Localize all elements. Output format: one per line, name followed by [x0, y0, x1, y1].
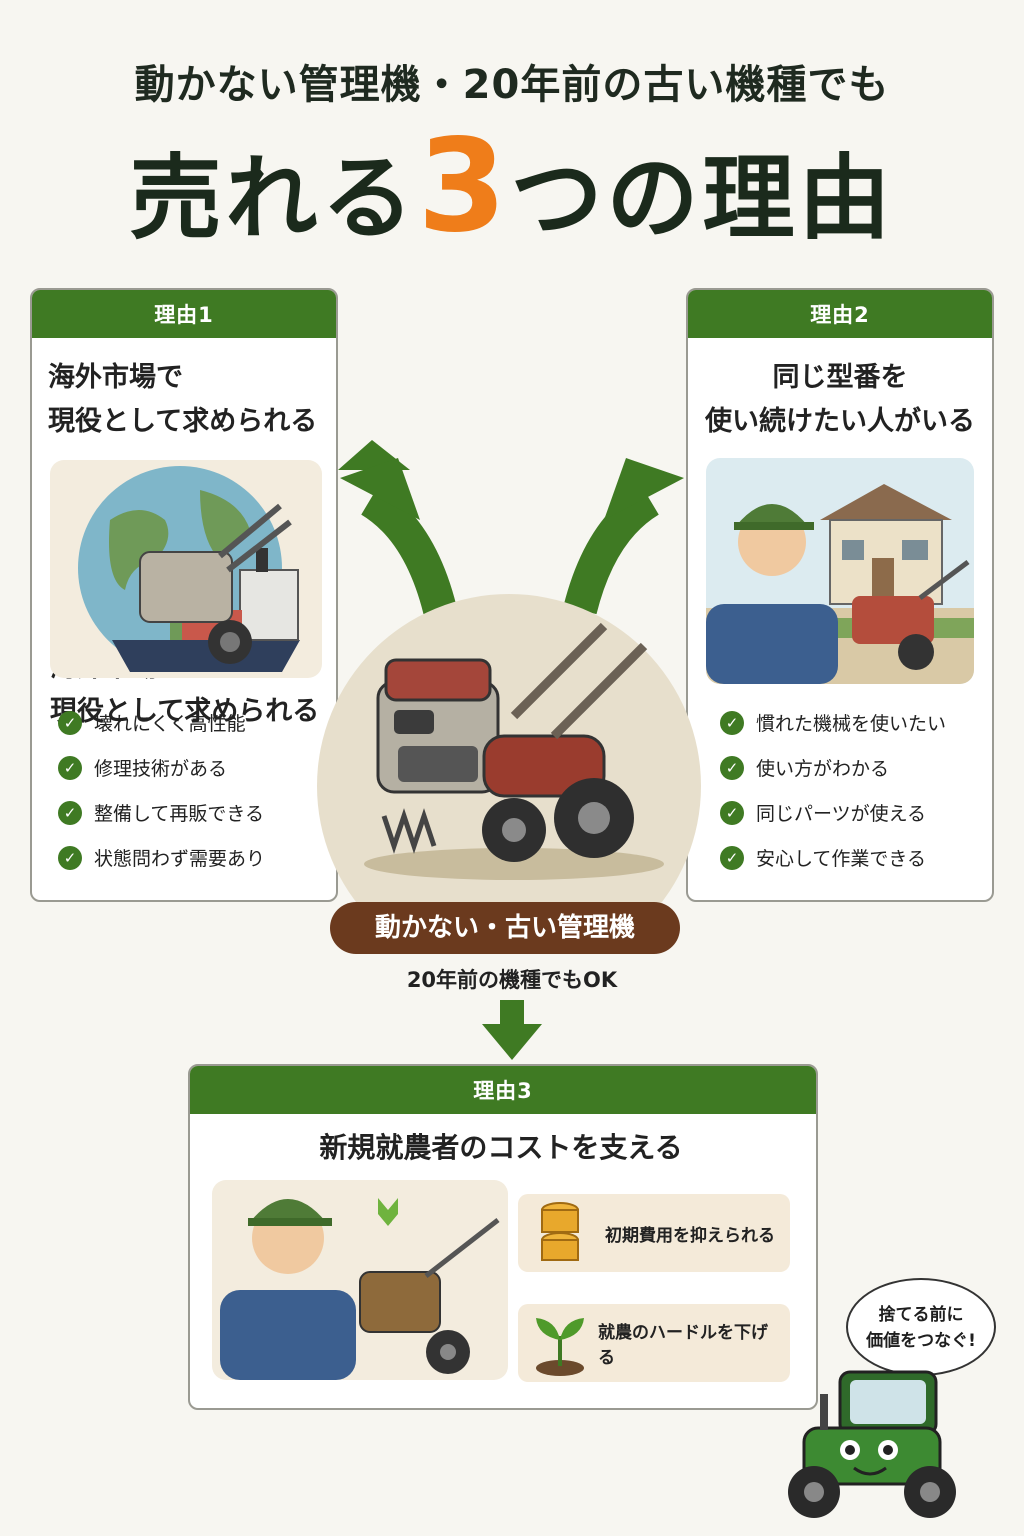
- reason1-point: ✓壊れにくく高性能: [58, 700, 265, 745]
- reason1-title-a: 海外市場で: [48, 362, 183, 393]
- globe-ship-illustration: [50, 460, 322, 678]
- reason2-point: ✓慣れた機械を使いたい: [720, 700, 946, 745]
- center-label: 動かない・古い管理機: [330, 902, 680, 954]
- check-icon: ✓: [58, 710, 82, 735]
- farmer-icon: [220, 1290, 356, 1380]
- check-icon: ✓: [58, 800, 82, 825]
- center-tiller-circle: [314, 586, 704, 978]
- reason1-point: ✓修理技術がある: [58, 745, 265, 790]
- benefit-cost-text: 初期費用を抑えられる: [605, 1225, 775, 1246]
- arrow-up-right-icon: [563, 458, 684, 615]
- check-icon: ✓: [720, 800, 744, 825]
- check-icon: ✓: [58, 845, 82, 870]
- reason3-tag: 理由3: [190, 1066, 816, 1114]
- reason1-point: ✓整備して再販できる: [58, 790, 265, 835]
- tiller-icon: [139, 551, 233, 623]
- reason1-title-line2: 現役として求められる: [50, 696, 320, 727]
- beginner-mark-icon: [378, 1198, 398, 1226]
- sprout-icon: [536, 1318, 584, 1376]
- reason3-title: 新規就農者のコストを支える: [319, 1131, 683, 1164]
- arrow-down-icon: [482, 1000, 542, 1060]
- old-tiller-icon: [376, 622, 648, 862]
- headline-main-after: つの理由: [510, 145, 895, 252]
- farmer-house-illustration: [706, 458, 974, 684]
- globe-icon: [50, 460, 322, 678]
- bubble-line2: 価値をつなぐ!: [866, 1331, 976, 1351]
- reason2-title-a: 同じ型番を: [772, 362, 908, 393]
- headline-top: 動かない管理機・20年前の古い機種でも: [134, 62, 890, 108]
- benefit-cost: 初期費用を抑えられる: [518, 1194, 790, 1272]
- tractor-mascot-icon: [788, 1370, 956, 1518]
- reason1-tag: 理由1: [32, 290, 336, 338]
- farmer-icon: [706, 604, 838, 684]
- coins-icon: [541, 1202, 579, 1261]
- check-icon: ✓: [58, 755, 82, 780]
- reason1-title-b: 現役として求められる: [48, 406, 318, 437]
- ship-icon: [112, 640, 300, 672]
- reason2-tag: 理由2: [688, 290, 992, 338]
- reason2-title-b: 使い続けたい人がいる: [705, 406, 975, 437]
- reason2-point: ✓同じパーツが使える: [720, 790, 946, 835]
- headline-main: 売れる3つの理由: [0, 122, 1024, 264]
- check-icon: ✓: [720, 845, 744, 870]
- reason2-point: ✓使い方がわかる: [720, 745, 946, 790]
- check-icon: ✓: [720, 755, 744, 780]
- tiller-icon: [359, 1271, 441, 1333]
- check-icon: ✓: [720, 710, 744, 735]
- benefit-hurdle: 就農のハードルを下げる: [518, 1304, 790, 1382]
- reason2-point: ✓安心して作業できる: [720, 835, 946, 880]
- benefit-hurdle-text: 就農のハードルを下げる: [598, 1323, 768, 1368]
- arrow-up-left-icon: [338, 440, 457, 615]
- tiller-icon: [852, 596, 934, 644]
- reason2-checklist: ✓慣れた機械を使いたい ✓使い方がわかる ✓同じパーツが使える ✓安心して作業で…: [720, 700, 946, 880]
- center-subtitle: 20年前の機種でもOK: [406, 968, 618, 992]
- mascot-speech-bubble: 捨てる前に 価値をつなぐ!: [846, 1278, 996, 1376]
- bubble-line1: 捨てる前に: [878, 1305, 964, 1325]
- headline-main-before: 売れる: [129, 145, 418, 252]
- reason1-checklist: ✓壊れにくく高性能 ✓修理技術がある ✓整備して再販できる ✓状態問わず需要あり: [58, 700, 265, 880]
- new-farmer-illustration: [212, 1180, 508, 1380]
- reason1-point: ✓状態問わず需要あり: [58, 835, 265, 880]
- house-icon: [820, 484, 952, 520]
- headline-number: 3: [417, 112, 511, 261]
